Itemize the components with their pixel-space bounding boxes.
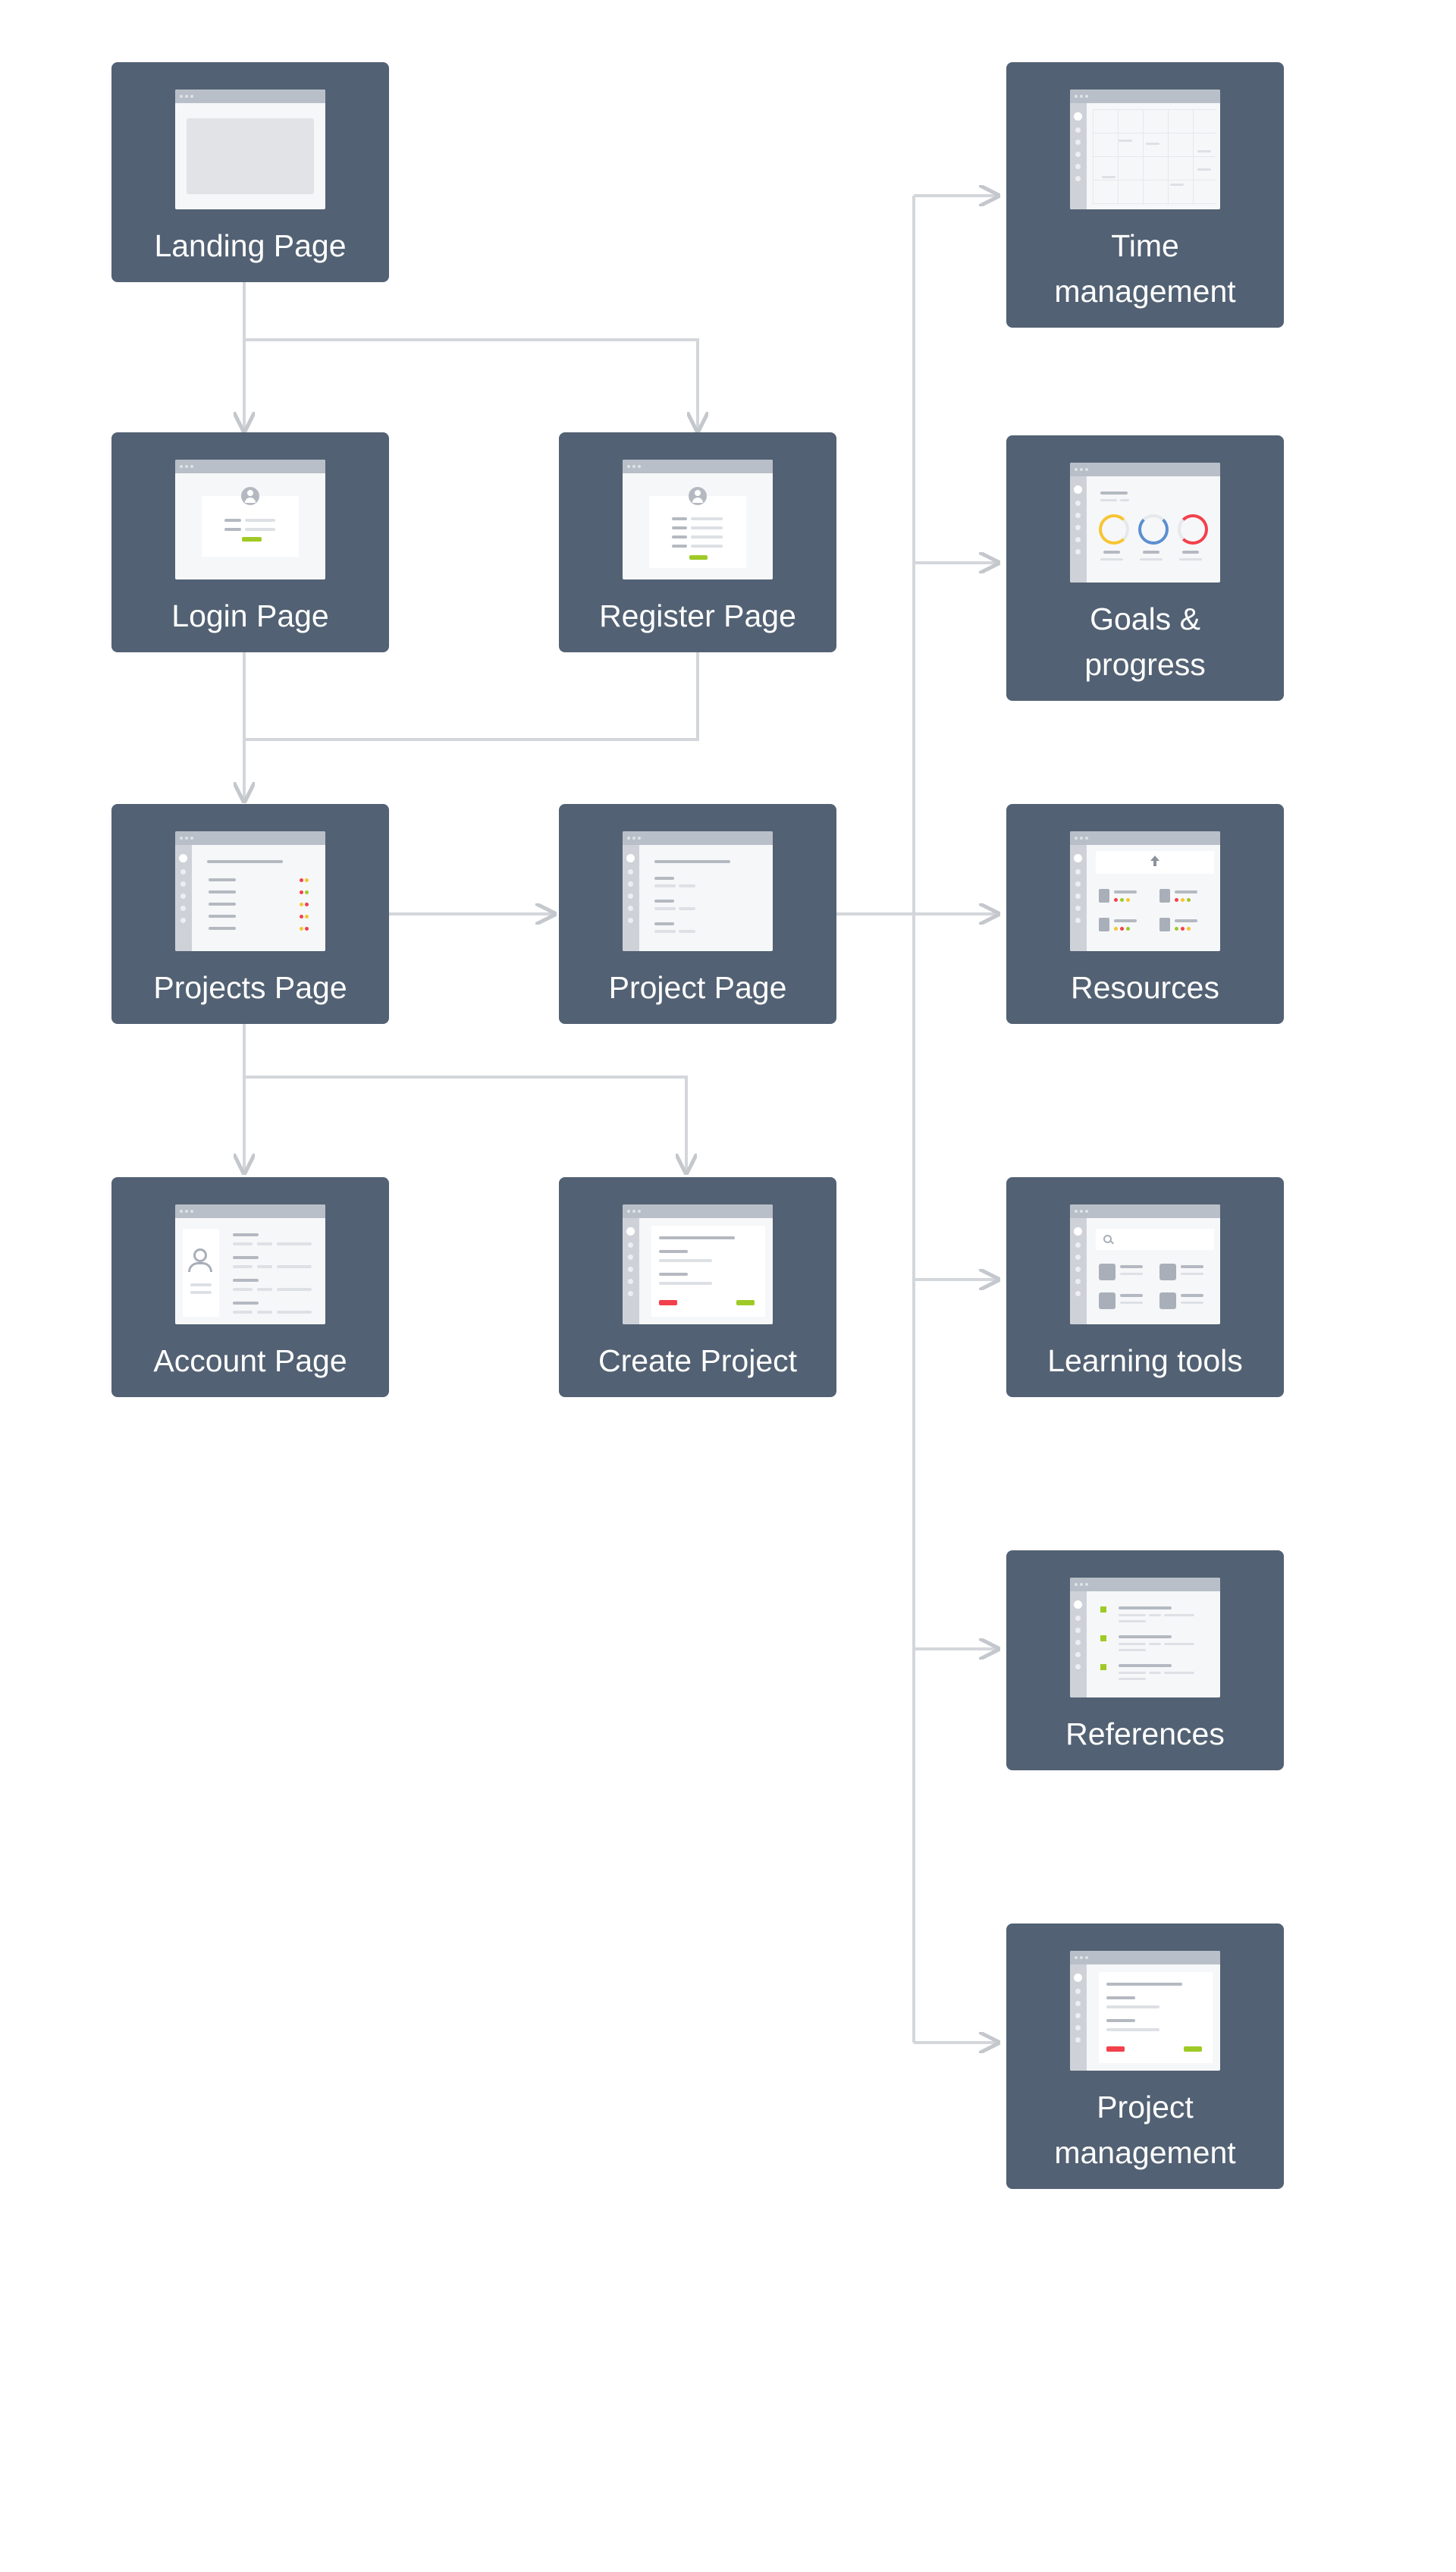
node-register-page[interactable]: Register Page (559, 432, 836, 652)
edge-register-to-projects (244, 652, 699, 741)
calendar-grid (1093, 109, 1216, 205)
node-label: Account Page (153, 1343, 347, 1378)
node-label: Resources (1071, 970, 1219, 1005)
node-label: References (1065, 1716, 1225, 1751)
projects-page-thumbnail (175, 831, 325, 951)
search-icon (1103, 1235, 1112, 1243)
checkbox-icon (1100, 1606, 1106, 1613)
landing-page-thumbnail (175, 90, 325, 209)
project-management-thumbnail (1070, 1951, 1220, 2071)
node-label: Projects Page (153, 970, 347, 1005)
account-page-thumbnail (175, 1204, 325, 1324)
node-label: Project Page (608, 970, 787, 1005)
node-label: Create Project (598, 1343, 798, 1378)
checkbox-icon (1100, 1635, 1106, 1641)
node-learning-tools[interactable]: Learning tools (1006, 1177, 1284, 1397)
user-icon (193, 1248, 207, 1262)
node-account-page[interactable]: Account Page (111, 1177, 389, 1397)
node-login-page[interactable]: Login Page (111, 432, 389, 652)
node-label: Login Page (171, 598, 329, 633)
node-create-project[interactable]: Create Project (559, 1177, 836, 1397)
node-label: Landing Page (154, 228, 347, 263)
references-thumbnail (1070, 1578, 1220, 1697)
login-page-thumbnail (175, 460, 325, 579)
node-resources[interactable]: Resources (1006, 804, 1284, 1024)
node-project-page[interactable]: Project Page (559, 804, 836, 1024)
edge-projects-to-create (244, 1076, 686, 1173)
goals-progress-thumbnail (1070, 463, 1220, 583)
progress-ring-red (1178, 514, 1208, 545)
checkbox-icon (1100, 1664, 1106, 1670)
node-projects-page[interactable]: Projects Page (111, 804, 389, 1024)
upload-icon (1150, 856, 1159, 861)
progress-ring-yellow (1099, 514, 1129, 545)
node-landing-page[interactable]: Landing Page (111, 62, 389, 282)
create-project-thumbnail (623, 1204, 773, 1324)
file-icon (1099, 889, 1109, 903)
file-icon (1159, 918, 1170, 931)
time-management-thumbnail (1070, 90, 1220, 209)
node-references[interactable]: References (1006, 1550, 1284, 1770)
node-label: Goals &progress (1084, 601, 1206, 682)
node-label: Learning tools (1047, 1343, 1243, 1378)
avatar-icon (241, 487, 259, 505)
file-icon (1099, 918, 1109, 931)
learning-tools-thumbnail (1070, 1204, 1220, 1324)
node-label: Register Page (599, 598, 796, 633)
project-page-thumbnail (623, 831, 773, 951)
resources-thumbnail (1070, 831, 1220, 951)
node-goals-progress[interactable]: Goals &progress (1006, 435, 1284, 701)
register-page-thumbnail (623, 460, 773, 579)
file-icon (1159, 889, 1170, 903)
edge-landing-to-register (244, 338, 698, 431)
progress-ring-blue (1138, 514, 1169, 545)
avatar-icon (689, 487, 707, 505)
